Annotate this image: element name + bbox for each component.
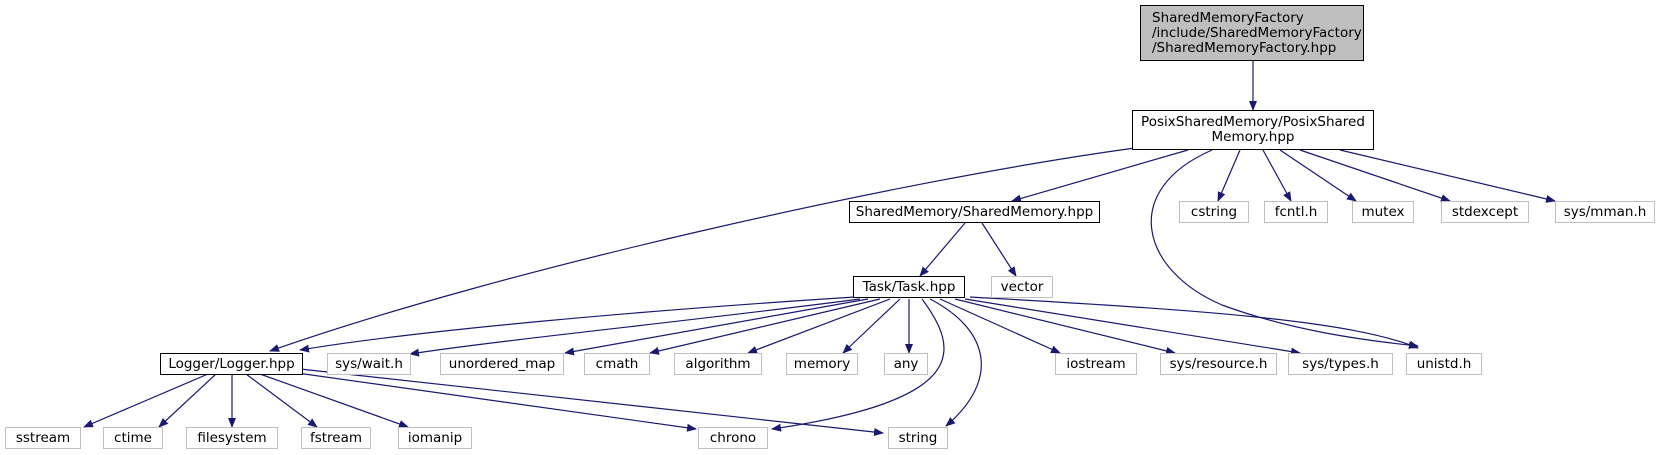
node-chrono: chrono: [698, 427, 768, 449]
edge-logger-string: [299, 368, 884, 436]
node-label: chrono: [709, 429, 757, 446]
node-iomanip: iomanip: [398, 427, 472, 449]
node-label: vector: [1000, 278, 1044, 295]
node-iostream: iostream: [1055, 353, 1137, 375]
node-label: iomanip: [407, 429, 463, 446]
node-unistd-h: unistd.h: [1406, 353, 1482, 375]
edge-task-resource: [954, 298, 1176, 355]
node-fstream: fstream: [301, 427, 371, 449]
node-cmath: cmath: [584, 353, 650, 375]
node-stdexcept: stdexcept: [1441, 201, 1529, 223]
node-filesystem: filesystem: [186, 427, 278, 449]
edge-logger-sstream: [83, 373, 209, 428]
edge-task-umap: [564, 298, 869, 356]
node-label: any: [893, 355, 919, 372]
node-label: unistd.h: [1416, 355, 1472, 372]
edge-task-string: [929, 298, 982, 427]
edge-task-wait: [409, 298, 861, 357]
node-string: string: [888, 427, 948, 449]
edge-posix-stdexcept: [1299, 149, 1451, 202]
node-sys-types-h: sys/types.h: [1288, 353, 1393, 375]
node-label: memory: [793, 355, 851, 372]
node-vector: vector: [991, 276, 1053, 298]
node-label: SharedMemoryFactory /include/SharedMemor…: [1152, 9, 1362, 56]
edge-posix-shared: [1011, 149, 1189, 203]
edge-posix-fcntl: [1262, 149, 1292, 202]
edge-shared-task: [919, 222, 966, 277]
node-ctime: ctime: [103, 427, 163, 449]
edge-posix-mutex: [1279, 149, 1357, 202]
node-mutex: mutex: [1352, 201, 1414, 223]
node-label: ctime: [114, 429, 152, 446]
node-algorithm: algorithm: [674, 353, 762, 375]
node-label: stdexcept: [1451, 203, 1519, 220]
edge-logger-ctime: [158, 373, 217, 428]
node-label: sys/resource.h: [1169, 355, 1268, 372]
node-sys-wait-h: sys/wait.h: [327, 353, 411, 375]
node-label: cstring: [1190, 203, 1238, 220]
node-label: cmath: [595, 355, 639, 372]
node-label: sstream: [15, 429, 71, 446]
edge-posix-logger: [269, 147, 1136, 352]
node-unordered-map: unordered_map: [440, 353, 564, 375]
node-label: mutex: [1361, 203, 1405, 220]
node-fcntl-h: fcntl.h: [1264, 201, 1328, 223]
node-sys-resource-h: sys/resource.h: [1160, 353, 1277, 375]
edge-task-chrono: [771, 298, 945, 432]
edge-task-memory: [842, 298, 901, 354]
node-label: SharedMemory/SharedMemory.hpp: [855, 203, 1094, 220]
edge-logger-fstream: [245, 373, 318, 428]
node-memory: memory: [786, 353, 858, 375]
edge-task-algorithm: [747, 298, 891, 354]
node-label: filesystem: [197, 429, 267, 446]
node-label: Logger/Logger.hpp: [168, 355, 295, 372]
node-label: algorithm: [685, 355, 751, 372]
node-label: Task/Task.hpp: [862, 278, 956, 295]
node-cstring: cstring: [1179, 201, 1249, 223]
node-any: any: [884, 353, 928, 375]
node-label: fcntl.h: [1274, 203, 1318, 220]
node-posixsharedmemory-hpp[interactable]: PosixSharedMemory/PosixShared Memory.hpp: [1132, 110, 1374, 150]
node-logger-hpp[interactable]: Logger/Logger.hpp: [160, 353, 303, 375]
node-label: PosixSharedMemory/PosixShared Memory.hpp: [1141, 114, 1365, 145]
edge-task-types: [964, 298, 1301, 356]
edge-task-cmath: [649, 298, 881, 355]
node-label: sys/mman.h: [1563, 203, 1647, 220]
edge-task-logger: [299, 296, 856, 353]
node-sharedmemory-hpp[interactable]: SharedMemory/SharedMemory.hpp: [849, 201, 1100, 223]
edge-task-iostream: [939, 298, 1061, 354]
edge-posix-unistd: [1150, 149, 1419, 350]
edge-posix-cstring: [1217, 149, 1241, 202]
edge-posix-mman: [1339, 149, 1556, 203]
edge-task-unistd: [969, 296, 1419, 349]
node-sstream: sstream: [5, 427, 81, 449]
node-task-hpp[interactable]: Task/Task.hpp: [853, 276, 965, 298]
node-label: sys/types.h: [1302, 355, 1379, 372]
node-sys-mman-h: sys/mman.h: [1555, 201, 1655, 223]
node-label: sys/wait.h: [335, 355, 403, 372]
edge-shared-vector: [981, 222, 1017, 277]
node-sharedmemoryfactory-hpp: SharedMemoryFactory /include/SharedMemor…: [1140, 5, 1364, 61]
edge-logger-chrono: [289, 371, 697, 432]
node-label: iostream: [1066, 355, 1126, 372]
node-label: fstream: [309, 429, 363, 446]
node-label: unordered_map: [448, 355, 556, 372]
node-label: string: [898, 429, 938, 446]
edge-logger-iomanip: [259, 373, 409, 428]
